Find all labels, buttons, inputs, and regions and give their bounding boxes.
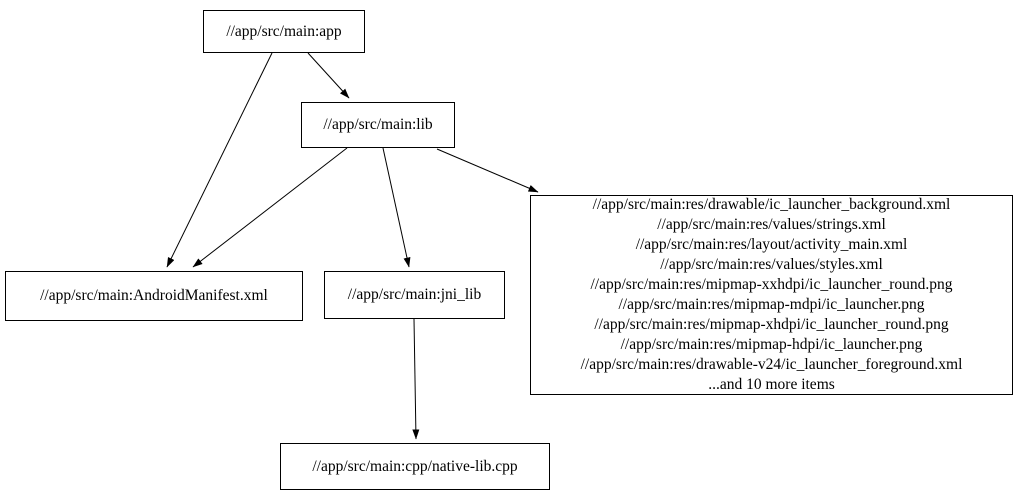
graph-edge-app-to-android-manifest bbox=[166, 52, 273, 268]
graph-node-label: //app/src/main:res/drawable-v24/ic_launc… bbox=[580, 356, 963, 373]
graph-node-label: //app/src/main:res/values/styles.xml bbox=[660, 256, 883, 273]
graph-node-app: //app/src/main:app bbox=[203, 10, 365, 53]
graph-edge-app-to-lib bbox=[307, 52, 350, 99]
graph-edge-lib-to-jni-lib bbox=[382, 147, 411, 268]
graph-node-lib: //app/src/main:lib bbox=[301, 102, 455, 148]
graph-node-label: //app/src/main:res/mipmap-xxhdpi/ic_laun… bbox=[590, 276, 953, 293]
graph-node-jni-lib: //app/src/main:jni_lib bbox=[324, 271, 505, 319]
graph-node-label: //app/src/main:res/mipmap-hdpi/ic_launch… bbox=[620, 336, 923, 353]
graph-edge-lib-to-android-manifest bbox=[192, 147, 348, 268]
graph-node-label: //app/src/main:app bbox=[226, 22, 342, 40]
graph-node-label: //app/src/main:lib bbox=[323, 116, 433, 133]
graph-node-label: ...and 10 more items bbox=[708, 376, 835, 393]
graph-node-label: //app/src/main:res/layout/activity_main.… bbox=[635, 236, 908, 253]
graph-node-label: //app/src/main:cpp/native-lib.cpp bbox=[312, 457, 518, 475]
graph-node-native-lib: //app/src/main:cpp/native-lib.cpp bbox=[280, 443, 550, 490]
graph-node-label: //app/src/main:res/drawable/ic_launcher_… bbox=[592, 196, 951, 213]
graph-edge-lib-to-res-group bbox=[436, 148, 539, 193]
graph-node-label: //app/src/main:AndroidManifest.xml bbox=[40, 287, 268, 304]
graph-edge-jni-lib-to-native-lib bbox=[412, 318, 420, 440]
graph-node-label: //app/src/main:res/values/strings.xml bbox=[657, 216, 886, 233]
graph-node-label: //app/src/main:jni_lib bbox=[347, 286, 482, 303]
graph-node-label: //app/src/main:res/mipmap-mdpi/ic_launch… bbox=[618, 296, 925, 313]
graph-node-label: //app/src/main:res/mipmap-xhdpi/ic_launc… bbox=[594, 316, 949, 333]
graph-node-android-manifest: //app/src/main:AndroidManifest.xml bbox=[5, 271, 303, 321]
graph-node-res-group: //app/src/main:res/drawable/ic_launcher_… bbox=[530, 195, 1013, 395]
